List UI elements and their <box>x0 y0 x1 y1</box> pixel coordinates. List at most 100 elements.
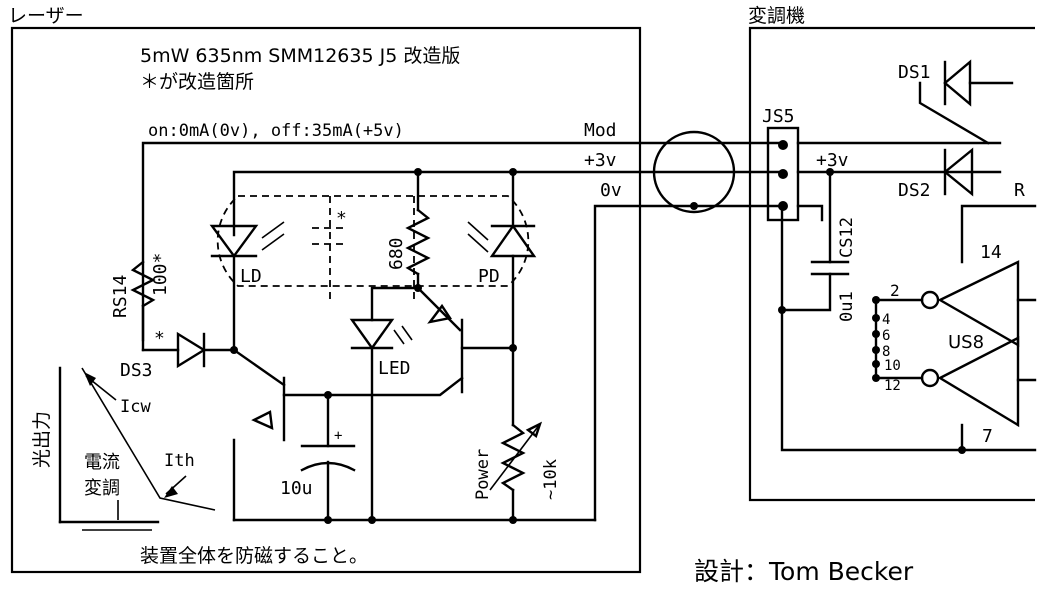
cap-10u-label: 10u <box>280 478 313 499</box>
resistor-rs14 <box>130 260 156 308</box>
graph-y-axis-label: 光出力 <box>31 411 53 468</box>
modulator-frame <box>748 26 1035 502</box>
junction-dot <box>958 446 966 454</box>
ld-label: LD <box>240 266 262 287</box>
ds3-asterisk: * <box>154 328 165 349</box>
junction-dot <box>872 296 880 304</box>
wire-cs12-bottom <box>780 272 832 312</box>
net-3v-right-label: +3v <box>816 150 849 171</box>
junction-dot <box>509 344 517 352</box>
pin-14-label: 14 <box>980 242 1002 263</box>
cap-10u-plus: + <box>334 428 342 444</box>
wire-transistor-bridge <box>282 376 464 397</box>
potentiometer-wiper <box>489 423 541 491</box>
emission-arrow <box>261 233 285 251</box>
modulator-section-label: 変調機 <box>748 5 805 27</box>
laser-frame <box>10 26 642 574</box>
cap-cs12-value: 0u1 <box>837 291 857 322</box>
junction-dot <box>872 346 880 354</box>
junction-dot <box>872 374 880 382</box>
ferrite-core <box>652 130 736 214</box>
resistor-rs14-value: 100* <box>150 253 171 296</box>
transistor-left-emitter-arrow <box>251 410 274 430</box>
transistor-right-emitter-arrow <box>427 303 452 324</box>
diode-ds2-symbol <box>943 147 974 197</box>
resistor-r-partial-label: R <box>1014 180 1025 201</box>
connector-pin-1 <box>778 140 788 150</box>
graph-ith-arrow-head <box>164 486 178 498</box>
junction-dot <box>690 202 698 210</box>
junction-dot <box>368 516 376 524</box>
graph-icw-arrow-head <box>84 372 96 386</box>
junction-dot <box>324 391 332 399</box>
wire-ground-bus <box>780 204 1037 452</box>
wire-us8-vcc <box>960 204 1037 264</box>
pin-7-label: 7 <box>982 426 993 447</box>
led-symbol <box>349 318 395 351</box>
pin-2-label: 2 <box>890 281 900 300</box>
pin-4-label: 4 <box>882 312 890 328</box>
connector-pin-2 <box>778 169 788 179</box>
reception-arrow <box>467 233 489 253</box>
photodiode-symbol <box>489 223 537 258</box>
cap-cs12-label: CS12 <box>837 217 857 258</box>
us8-label: US8 <box>948 332 984 353</box>
net-3v-left-label: +3v <box>584 150 617 171</box>
resistor-rs14-label: RS14 <box>110 275 131 318</box>
junction-dot <box>509 516 517 524</box>
pd-label: PD <box>478 266 500 287</box>
reception-arrow <box>467 221 489 241</box>
junction-dot <box>872 330 880 338</box>
connector-js5-label: JS5 <box>762 106 795 127</box>
laser-diode-symbol <box>209 224 259 259</box>
laser-section-label: レーザー <box>8 5 84 27</box>
graph-note-line-1: 電流 <box>84 452 120 473</box>
led-label: LED <box>378 358 411 379</box>
diode-ds1-symbol <box>943 59 972 107</box>
wire-led-anode <box>370 286 462 332</box>
diagram-title: 5mW 635nm SMM12635 J5 改造版 <box>140 45 460 67</box>
junction-dot <box>324 516 332 524</box>
graph-icw-label: Icw <box>120 397 151 417</box>
mod-current-note: on:0mA(0v), off:35mA(+5v) <box>148 121 404 141</box>
us8-input-bubble-lower <box>920 368 940 388</box>
pin-10-label: 10 <box>884 358 901 374</box>
transistor-left-collector <box>232 348 286 387</box>
net-0v-label: 0v <box>600 180 622 201</box>
us8-gate-upper <box>937 260 1020 348</box>
graph-ith-label: Ith <box>164 451 195 471</box>
net-mod-label: Mod <box>584 120 617 141</box>
pin-8-label: 8 <box>882 344 890 360</box>
design-credit: 設計：Tom Becker <box>694 557 914 586</box>
graph-note-line-2: 変調 <box>84 478 120 499</box>
wire-0v <box>593 204 784 522</box>
junction-dot <box>872 360 880 368</box>
pot-value-label: ~10k <box>541 459 561 500</box>
ld-pd-package <box>216 195 530 287</box>
junction-dot <box>778 306 786 314</box>
graph-curve <box>81 367 216 511</box>
junction-dot <box>826 168 834 176</box>
junction-dot <box>872 314 880 322</box>
resistor-680-label: 680 <box>386 237 407 270</box>
wire-0v-right <box>796 204 824 222</box>
power-potentiometer <box>500 423 526 492</box>
us8-input-bubble-upper <box>920 290 940 310</box>
diode-ds2-label: DS2 <box>898 180 931 201</box>
diode-ds1-label: DS1 <box>898 62 931 83</box>
pin-6-label: 6 <box>882 328 890 344</box>
wire-ds1 <box>918 81 990 145</box>
led-light-arrow <box>401 325 413 341</box>
wire-3v <box>232 170 784 237</box>
diode-ds3-symbol <box>176 331 207 369</box>
junction-dot <box>414 168 422 176</box>
junction-dot <box>509 168 517 176</box>
pin-12-label: 12 <box>884 378 901 394</box>
diagram-subtitle: ＊が改造箇所 <box>140 71 254 93</box>
potentiometer-wiper-arrow <box>525 421 543 438</box>
led-light-arrow <box>393 329 405 345</box>
shield-note: 装置全体を防磁すること。 <box>140 545 368 567</box>
resistor-680 <box>405 208 431 276</box>
pot-power-label: Power <box>473 449 493 500</box>
